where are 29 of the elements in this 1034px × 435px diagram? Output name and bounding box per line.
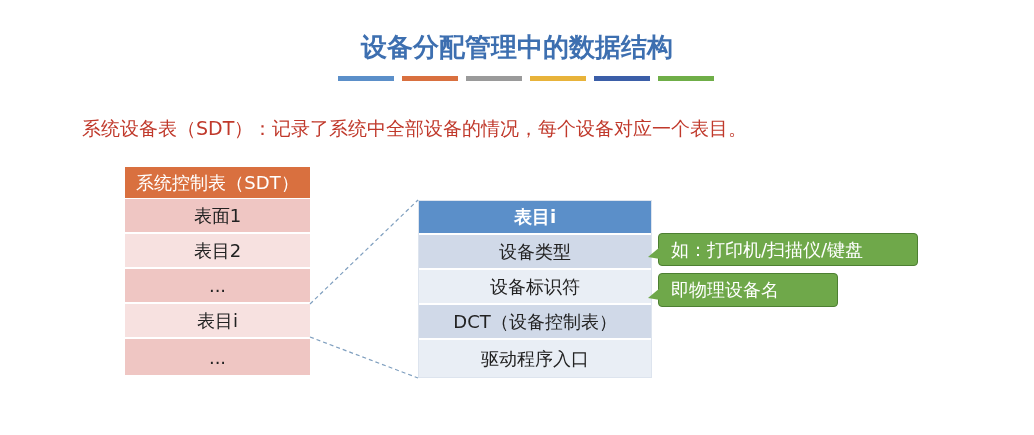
description-sentence: 系统设备表（SDT）：记录了系统中全部设备的情况，每个设备对应一个表目。 <box>82 116 748 141</box>
cell-text: 设备标识符 <box>490 274 580 299</box>
cell-text: 系统控制表（SDT） <box>136 170 299 195</box>
table-row <box>125 199 310 232</box>
dashed-connector <box>309 336 419 379</box>
cell-text: 表面1 <box>193 203 242 228</box>
cell-text: ... <box>208 275 227 296</box>
table-header <box>125 167 310 198</box>
cell-text: 表目2 <box>193 238 242 263</box>
table-row <box>419 305 651 338</box>
cell-text: 驱动程序入口 <box>481 346 589 371</box>
table-row <box>125 234 310 267</box>
table-header <box>419 201 651 233</box>
table-row <box>125 269 310 302</box>
cell-text: ... <box>208 346 227 368</box>
table-row <box>419 340 651 377</box>
cell-text: 如：打印机/扫描仪/键盘 <box>671 237 864 262</box>
cell-text: 设备类型 <box>499 239 571 264</box>
cell-text: DCT（设备控制表） <box>453 309 617 334</box>
cell-text: 表目i <box>513 205 557 229</box>
table-row <box>419 270 651 303</box>
cell-text: 表目i <box>197 308 238 333</box>
slide-title: 设备分配管理中的数据结构 <box>359 31 674 64</box>
table-row <box>125 304 310 337</box>
table-row <box>419 235 651 268</box>
table-row <box>125 339 310 375</box>
dashed-connector <box>309 199 419 305</box>
cell-text: 即物理设备名 <box>671 278 779 302</box>
table <box>418 200 652 378</box>
